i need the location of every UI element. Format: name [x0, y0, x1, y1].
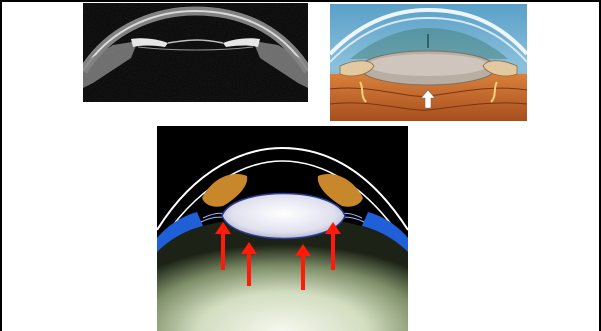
oct-scan-image — [83, 3, 308, 102]
lens-force-diagram-image — [157, 126, 408, 331]
eye-illustration-image — [330, 4, 527, 121]
